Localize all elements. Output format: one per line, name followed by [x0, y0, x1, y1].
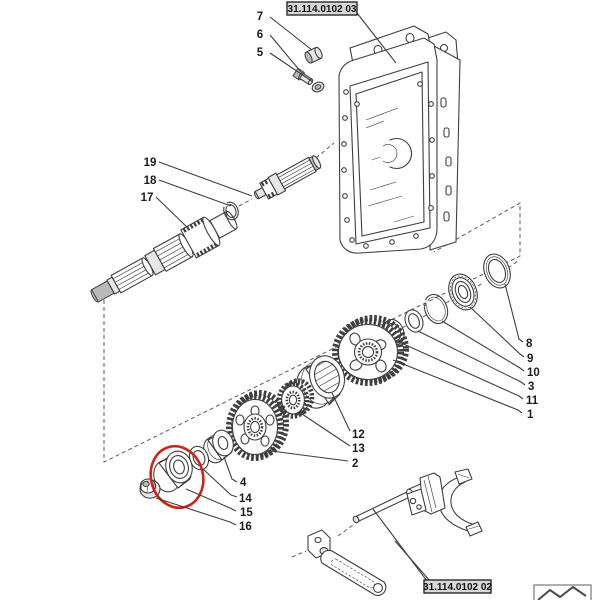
gear-part-2 — [226, 390, 289, 461]
callout-5[interactable]: 5 — [257, 47, 264, 59]
ref-label-top[interactable]: 31.114.0102 03 — [286, 1, 358, 16]
callout-numbers: 7 6 5 19 18 17 8 9 10 3 11 1 12 13 2 4 1… — [141, 11, 540, 533]
bearing-part-15 — [153, 450, 193, 493]
callout-3[interactable]: 3 — [528, 381, 534, 393]
gear-part-1 — [332, 315, 409, 386]
ref-label-top-text: 31.114.0102 03 — [288, 4, 357, 15]
shift-rail — [307, 529, 387, 596]
callout-13[interactable]: 13 — [352, 443, 365, 455]
callout-7[interactable]: 7 — [257, 11, 263, 23]
chevron-emblem-icon — [537, 585, 587, 600]
collar-part-4 — [203, 429, 234, 464]
leader-lines — [155, 12, 526, 582]
callout-12[interactable]: 12 — [352, 429, 365, 441]
brand-logo[interactable] — [533, 584, 592, 600]
callout-14[interactable]: 14 — [239, 493, 252, 505]
washer-part-14 — [188, 445, 210, 471]
plug-part-7 — [304, 46, 323, 64]
shift-fork — [352, 468, 483, 537]
bolt-part-6 — [292, 67, 314, 86]
gear-part-13 — [276, 378, 315, 419]
ref-label-bottom[interactable]: 31.114.0102 02 — [423, 579, 492, 594]
callout-10[interactable]: 10 — [527, 367, 540, 379]
callout-1[interactable]: 1 — [527, 409, 534, 421]
callout-2[interactable]: 2 — [352, 458, 358, 470]
callout-19[interactable]: 19 — [144, 157, 157, 169]
callout-11[interactable]: 11 — [526, 395, 539, 407]
ref-label-bottom-text: 31.114.0102 02 — [423, 582, 492, 593]
input-shaft-part-19 — [253, 155, 322, 200]
callout-4[interactable]: 4 — [240, 477, 247, 489]
bearing-part-9 — [448, 273, 478, 311]
ring-part-3 — [404, 309, 424, 333]
callout-16[interactable]: 16 — [239, 521, 252, 533]
callout-6[interactable]: 6 — [257, 29, 263, 41]
housing-cover — [338, 25, 461, 254]
callout-8[interactable]: 8 — [526, 338, 533, 350]
callout-18[interactable]: 18 — [144, 175, 157, 187]
snap-ring-part-10 — [421, 293, 449, 325]
spacer-ring-part-8 — [483, 253, 511, 289]
callout-17[interactable]: 17 — [141, 192, 154, 204]
callout-9[interactable]: 9 — [527, 353, 533, 365]
seal-washer-part-5 — [311, 81, 325, 93]
callout-15[interactable]: 15 — [240, 507, 253, 519]
main-shaft-part-17 — [90, 210, 238, 303]
